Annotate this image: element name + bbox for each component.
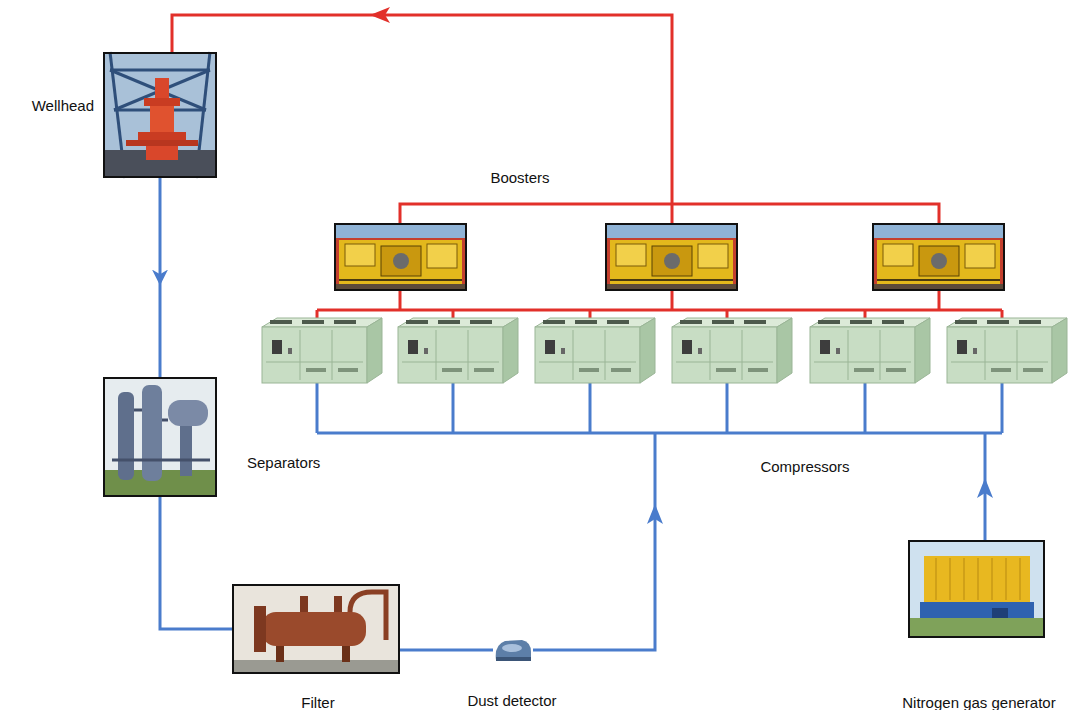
- compressor-picture: [672, 318, 792, 383]
- nitrogen-generator-box: Nitrogen gas generator: [908, 540, 1045, 638]
- pipe-connector: [160, 497, 232, 629]
- blue-pipeline: [317, 383, 1002, 650]
- compressor-picture: [535, 318, 655, 383]
- node-label: Nitrogen gas generator: [902, 694, 1055, 710]
- node-label: Filter: [301, 694, 334, 710]
- node-label-holder: Dust detector: [467, 692, 556, 709]
- filter-picture: [232, 584, 400, 674]
- dust-detector-box: Dust detector: [493, 639, 533, 661]
- pipe-connector: [400, 649, 493, 652]
- compressor-picture: [947, 318, 1067, 383]
- separators-picture: [103, 377, 217, 497]
- flow-arrowhead: [647, 504, 663, 524]
- node-label: Wellhead: [32, 97, 94, 114]
- nitrogen-generator-picture: [908, 540, 1045, 638]
- filter-box: Filter: [232, 584, 400, 674]
- compressor-picture: [398, 318, 518, 383]
- dust-detector-picture: [496, 640, 531, 661]
- node-label-holder: Separators: [247, 454, 320, 471]
- node-label: Separators: [247, 454, 320, 471]
- booster-picture: [873, 224, 1004, 290]
- node-label-holder: Nitrogen gas generator: [902, 694, 1055, 710]
- node-label-holder: Wellhead: [32, 97, 94, 114]
- compressor-picture: [262, 318, 382, 383]
- compressor-picture: [810, 318, 930, 383]
- separators-box: Separators: [103, 377, 217, 497]
- booster-picture: [606, 224, 737, 290]
- group-label: Compressors: [760, 458, 849, 475]
- group-label: Boosters: [490, 169, 549, 186]
- wellhead-box: Wellhead: [103, 52, 217, 178]
- booster-picture: [335, 224, 466, 290]
- node-label-holder: Filter: [301, 694, 334, 710]
- flow-arrowhead: [977, 478, 993, 498]
- pipe-connector: [159, 178, 162, 377]
- node-label: Dust detector: [467, 692, 556, 709]
- flow-arrowhead: [370, 7, 390, 23]
- wellhead-picture: [103, 52, 217, 178]
